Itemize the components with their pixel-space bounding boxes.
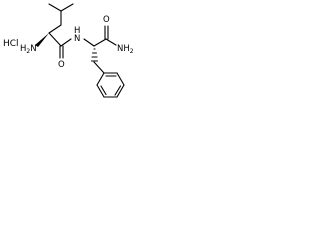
phenyl-ring (96, 72, 125, 98)
amine-label: H2N (20, 44, 37, 55)
bond-carbonyl-nh2 (105, 38, 117, 46)
bond-alpha-carbonyl-leu (48, 32, 62, 47)
bond-ch2-alpha-leu (48, 24, 62, 34)
hashed-wedge-phe-ch2 (90, 48, 99, 62)
bond-carbonyl-amide-n (60, 38, 72, 47)
bond-alpha-phe-carbonyl (93, 38, 107, 47)
bond-amide-n-alpha-phe (83, 38, 95, 47)
amide-hydrogen: H (74, 26, 80, 36)
wedge-leu-alpha-amine (35, 33, 49, 47)
terminal-amide-nh2: NH2 (117, 44, 134, 55)
leucine-carbonyl-oxygen: O (58, 60, 65, 70)
terminal-carbonyl-oxygen: O (103, 15, 110, 25)
hcl-label: HCl (3, 39, 19, 49)
amide-nitrogen: N (74, 34, 80, 44)
bond-isopropyl-ch3-b (60, 3, 74, 12)
bond-ch2-phenyl (93, 61, 105, 74)
chemical-structure: HCl H2N O (3, 3, 134, 98)
bond-isopropyl-ch3-a (48, 3, 62, 12)
